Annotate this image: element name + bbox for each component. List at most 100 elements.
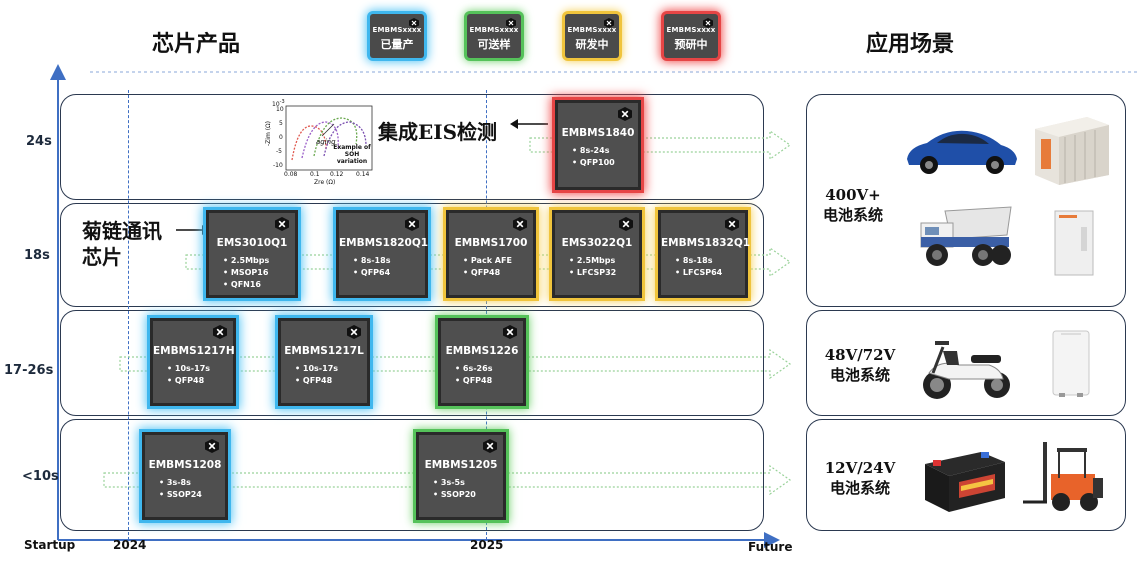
chip-spec-text: QFP100 xyxy=(579,158,615,167)
bullet-icon: • xyxy=(463,256,471,265)
timeline-arrow-row-under-10s xyxy=(103,464,792,496)
chip-spec-item: • 6s-26s xyxy=(455,363,492,375)
row-24s xyxy=(60,94,764,200)
eis-x-tick: 0.14 xyxy=(356,171,370,178)
year-2025-line xyxy=(486,90,487,540)
chip-spec-item: • 10s-17s xyxy=(295,363,338,375)
chip-spec-item: • QFP48 xyxy=(455,375,492,387)
chip-spec-text: QFP48 xyxy=(174,376,205,385)
chip-spec-text: SSOP24 xyxy=(166,490,202,499)
chip-spec-item: • QFP100 xyxy=(572,157,615,169)
bullet-icon: • xyxy=(295,376,303,385)
eis-x-tick: 0.08 xyxy=(284,171,298,178)
chip-name: EMBMS1208 xyxy=(148,459,222,471)
eis-y-tick: -10 xyxy=(273,162,283,169)
chip-name: EMBMS1700 xyxy=(454,237,528,249)
application-title: 400V+电池系统 xyxy=(822,186,883,224)
bullet-icon: • xyxy=(223,280,231,289)
legend-status: 预研中 xyxy=(674,38,708,51)
bullet-icon: • xyxy=(569,268,577,277)
chip-embms1217l: EMBMS1217L• 10s-17s• QFP48 xyxy=(278,318,370,406)
eis-y-exponent: 10-3 xyxy=(272,99,285,108)
company-logo-icon xyxy=(513,217,527,231)
legend-chip-in-development: EMBMSxxxx 研发中 xyxy=(565,14,619,58)
chip-spec-text: 8s-24s xyxy=(579,146,610,155)
chip-name: EMS3022Q1 xyxy=(561,237,633,249)
chip-specs: • 6s-26s• QFP48 xyxy=(455,363,492,387)
bullet-icon: • xyxy=(167,364,175,373)
legend-chip-sampling: EMBMSxxxx 可送样 xyxy=(467,14,521,58)
chip-spec-text: 3s-5s xyxy=(440,478,465,487)
chip-embms1820q1: EMBMS1820Q1 • 8s-18s• QFP64 xyxy=(336,210,428,298)
company-logo-icon xyxy=(619,217,633,231)
chip-name: EMBMS1226 xyxy=(445,345,519,357)
chip-spec-item: • QFP48 xyxy=(167,375,210,387)
chip-spec-text: QFP64 xyxy=(360,268,391,277)
chip-spec-text: LFCSP64 xyxy=(682,268,723,277)
chip-ems3010q1: EMS3010Q1• 2.5Mbps• MSOP16• QFN16 xyxy=(206,210,298,298)
eis-y-tick: 10 xyxy=(276,106,284,113)
axis-year-2025-label: 2025 xyxy=(470,538,504,552)
legend-status: 已量产 xyxy=(380,38,414,51)
chip-spec-item: • 10s-17s xyxy=(167,363,210,375)
bullet-icon: • xyxy=(455,376,463,385)
company-logo-icon xyxy=(213,325,227,339)
mining-truck-icon xyxy=(920,206,1012,266)
chip-spec-text: 2.5Mbps xyxy=(576,256,616,265)
bullet-icon: • xyxy=(675,256,683,265)
chip-name: EMBMS1217L xyxy=(284,345,364,357)
eis-arrow-icon xyxy=(510,119,548,129)
chip-spec-item: • QFP64 xyxy=(353,267,390,279)
energy-storage-container-icon xyxy=(1035,117,1109,185)
row-label: 24s xyxy=(26,134,52,149)
chip-spec-text: QFP48 xyxy=(462,376,493,385)
company-logo-icon xyxy=(503,325,517,339)
eis-annotation: 集成EIS检测 xyxy=(378,120,498,144)
legend-status: 可送样 xyxy=(477,38,511,51)
legend-code: EMBMSxxxx xyxy=(666,26,716,34)
chip-spec-text: MSOP16 xyxy=(230,268,269,277)
chip-spec-text: QFN16 xyxy=(230,280,261,289)
electric-car-icon xyxy=(907,130,1017,174)
chip-spec-item: • 8s-18s xyxy=(353,255,390,267)
chip-spec-item: • LFCSP32 xyxy=(569,267,616,279)
eis-soh-plot: 10-3 -Zim (Ω) 10 5 0 -5 -10 0.08 0.1 0.1… xyxy=(265,99,378,188)
chip-name: EMS3010Q1 xyxy=(216,237,288,249)
chip-spec-text: 6s-26s xyxy=(462,364,493,373)
chip-name: EMBMS1840 xyxy=(561,127,635,139)
eis-x-label: Zre (Ω) xyxy=(314,179,336,186)
eis-plot-svg xyxy=(285,105,373,171)
chip-spec-item: • QFP48 xyxy=(463,267,512,279)
bullet-icon: • xyxy=(675,268,683,277)
bullet-icon: • xyxy=(295,364,303,373)
eis-x-tick: 0.1 xyxy=(310,171,320,178)
legend-chip-pre-research: EMBMSxxxx 预研中 xyxy=(664,14,718,58)
chip-spec-item: • SSOP24 xyxy=(159,489,202,501)
axis-start-label: Startup xyxy=(24,538,76,552)
eis-aging-label: aging xyxy=(316,138,336,146)
chip-name: EMBMS1820Q1 xyxy=(339,237,429,249)
chip-spec-text: 3s-8s xyxy=(166,478,191,487)
company-logo-icon xyxy=(703,18,713,28)
chip-spec-item: • SSOP20 xyxy=(433,489,476,501)
bullet-icon: • xyxy=(167,376,175,385)
chip-spec-item: • 8s-24s xyxy=(572,145,615,157)
company-logo-icon xyxy=(405,217,419,231)
eis-y-label: -Zim (Ω) xyxy=(264,121,272,146)
chip-spec-text: 10s-17s xyxy=(302,364,339,373)
bullet-icon: • xyxy=(159,478,167,487)
chip-embms1217h: EMBMS1217H • 10s-17s• QFP48 xyxy=(150,318,236,406)
bullet-icon: • xyxy=(159,490,167,499)
chip-name: EMBMS1217H xyxy=(153,345,235,357)
company-logo-icon xyxy=(275,217,289,231)
axis-end-label: Future xyxy=(748,540,793,554)
storage-cabinet-icon xyxy=(1054,210,1094,276)
chip-specs: • 10s-17s• QFP48 xyxy=(167,363,210,387)
chip-spec-text: QFP48 xyxy=(302,376,333,385)
legend-chip-mass-production: EMBMSxxxx 已量产 xyxy=(370,14,424,58)
row-label: <10s xyxy=(22,469,59,484)
